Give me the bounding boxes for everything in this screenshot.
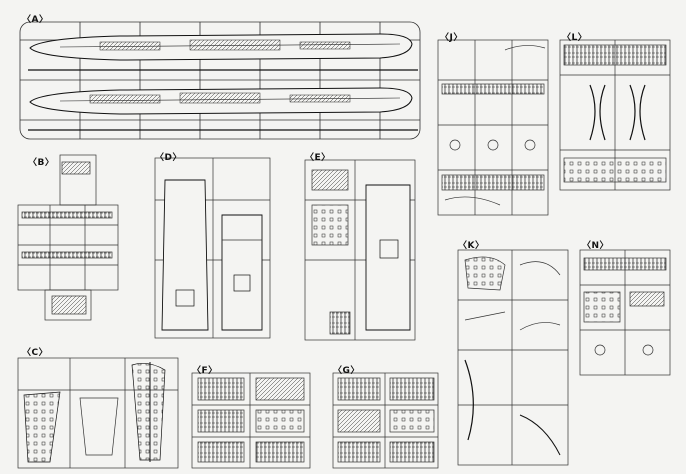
sprue-e xyxy=(304,159,416,341)
sprue-j xyxy=(437,39,549,216)
sprue-label-f: 〈F〉 xyxy=(192,366,218,376)
sprue-label-b: 〈B〉 xyxy=(28,158,55,168)
sprue-label-a: 〈A〉 xyxy=(22,15,49,25)
sprue-label-e: 〈E〉 xyxy=(305,153,331,163)
sprue-label-d: 〈D〉 xyxy=(155,153,182,163)
sprue-k xyxy=(457,249,569,466)
sprue-label-l: 〈L〉 xyxy=(562,33,588,43)
sprue-label-k: 〈K〉 xyxy=(458,241,485,251)
sprue-l xyxy=(559,39,671,191)
sprue-n xyxy=(579,249,671,376)
sprue-f xyxy=(191,372,311,469)
sprue-b xyxy=(17,154,119,321)
sprue-a xyxy=(19,21,421,140)
sprue-g xyxy=(332,372,439,469)
sprue-c xyxy=(17,357,179,469)
sprue-label-n: 〈N〉 xyxy=(582,241,610,251)
sprue-label-j: 〈J〉 xyxy=(440,33,463,43)
sprue-d xyxy=(154,157,271,339)
sprue-label-g: 〈G〉 xyxy=(333,366,360,376)
sprue-label-c: 〈C〉 xyxy=(22,348,49,358)
